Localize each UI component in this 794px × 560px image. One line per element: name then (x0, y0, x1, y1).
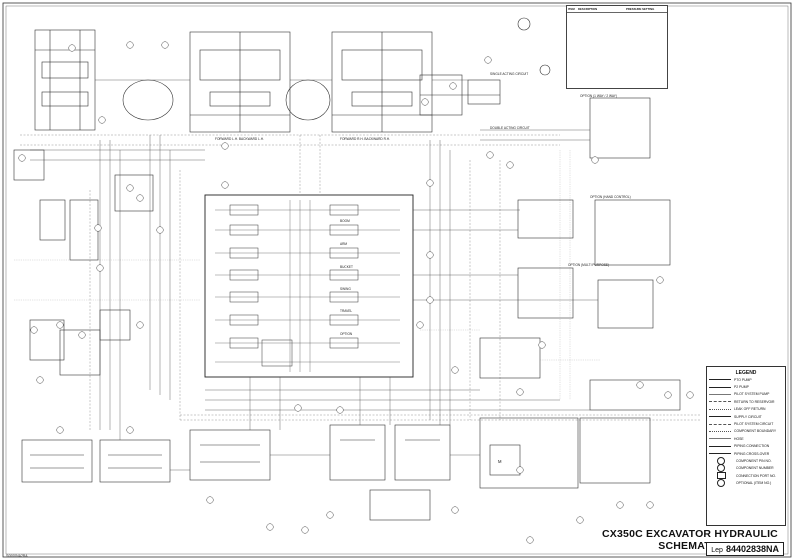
legend-row: HOSE (707, 435, 785, 442)
label-swing: SWING (340, 287, 351, 291)
drawing-code: S0000NA2BA (6, 554, 28, 558)
legend-row: RETURN TO RESERVOIR (707, 398, 785, 405)
right-option-blocks (479, 97, 681, 411)
label-option-hand: OPTION (HAND CONTROL) (590, 195, 631, 199)
legend-row: OPTIONAL (ITEM NO.) (707, 479, 785, 488)
title-block: CX350C EXCAVATOR HYDRAULIC SCHEMATIC Lep… (596, 528, 784, 556)
top-left-assembly (34, 29, 96, 131)
pilot-lines (20, 134, 700, 430)
legend-row: PILOT SYSTEM CIRCUIT (707, 420, 785, 427)
label-option-boom: OPTION (1 WAY / 2 WAY) (580, 94, 617, 98)
label-double-acting: DOUBLE ACTING CIRCUIT (490, 126, 530, 130)
label-boom: BOOM (340, 219, 350, 223)
label-forward-rh: FORWARD R.H. BACKWARD R.H. (340, 137, 390, 141)
legend-row: PIPING CONNECTION (707, 443, 785, 450)
legend-row: SUPPLY CIRCUIT (707, 413, 785, 420)
schematic-title: CX350C EXCAVATOR HYDRAULIC SCHEMATIC (602, 528, 778, 552)
travel-blocks-bottom (189, 424, 451, 481)
component-number-markers (18, 41, 694, 544)
sheet-inner-border (5, 5, 789, 555)
top-center-right-block (419, 74, 501, 116)
legend-row: COMPONENT BOUNDARY (707, 428, 785, 435)
travel-valve-lh (122, 31, 291, 133)
travel-valve-rh (285, 31, 433, 133)
legend-row: PTO PUMP (707, 376, 785, 383)
label-option-multi: OPTION (MULTI PURPOSE) (568, 263, 609, 267)
legend-row: PIPING CROSS-OVER (707, 450, 785, 457)
label-bucket: BUCKET (340, 265, 353, 269)
pipe-lines (30, 79, 598, 471)
label-single-acting: SINGLE ACTING CIRCUIT (490, 72, 528, 76)
leak-lines (14, 150, 600, 400)
parts-header-pressure: PRESSURE SETTING (626, 7, 655, 11)
control-valve-internal-lines (215, 200, 400, 372)
label-arm: ARM (340, 242, 347, 246)
label-travel: TRAVEL (340, 309, 352, 313)
reference-number: 84402838NA (725, 544, 779, 554)
pump-circle-top (517, 17, 551, 76)
main-control-valve (204, 194, 414, 378)
parts-header-description: DESCRIPTION (578, 7, 598, 11)
label-option: OPTION (340, 332, 353, 336)
cylinder-group-left (21, 439, 171, 483)
legend-row: CONNECTION PORT NO. (707, 472, 785, 480)
label-forward-lh: FORWARD L.H. BACKWARD L.H. (215, 137, 264, 141)
parts-table-header: ITEM DESCRIPTION PRESSURE SETTING (567, 6, 667, 13)
reference-prefix: Lep (711, 547, 723, 554)
legend-row: COMPONENT NUMBER (707, 464, 785, 473)
left-side-components (13, 149, 154, 376)
legend-row: P2 PUMP (707, 383, 785, 390)
pump-assembly (369, 417, 651, 521)
legend-row: PILOT SYSTEM PUMP (707, 391, 785, 398)
legend-box: LEGEND PTO PUMP P2 PUMP PILOT SYSTEM PUM… (706, 366, 786, 526)
control-valve-spools (229, 204, 359, 367)
legend-title: LEGEND (735, 370, 757, 376)
parts-header-item: ITEM (568, 7, 575, 11)
parts-table: ITEM DESCRIPTION PRESSURE SETTING (566, 5, 668, 89)
label-pump-m: M (498, 459, 502, 464)
legend-row: LEAK OFF RETURN (707, 406, 785, 413)
